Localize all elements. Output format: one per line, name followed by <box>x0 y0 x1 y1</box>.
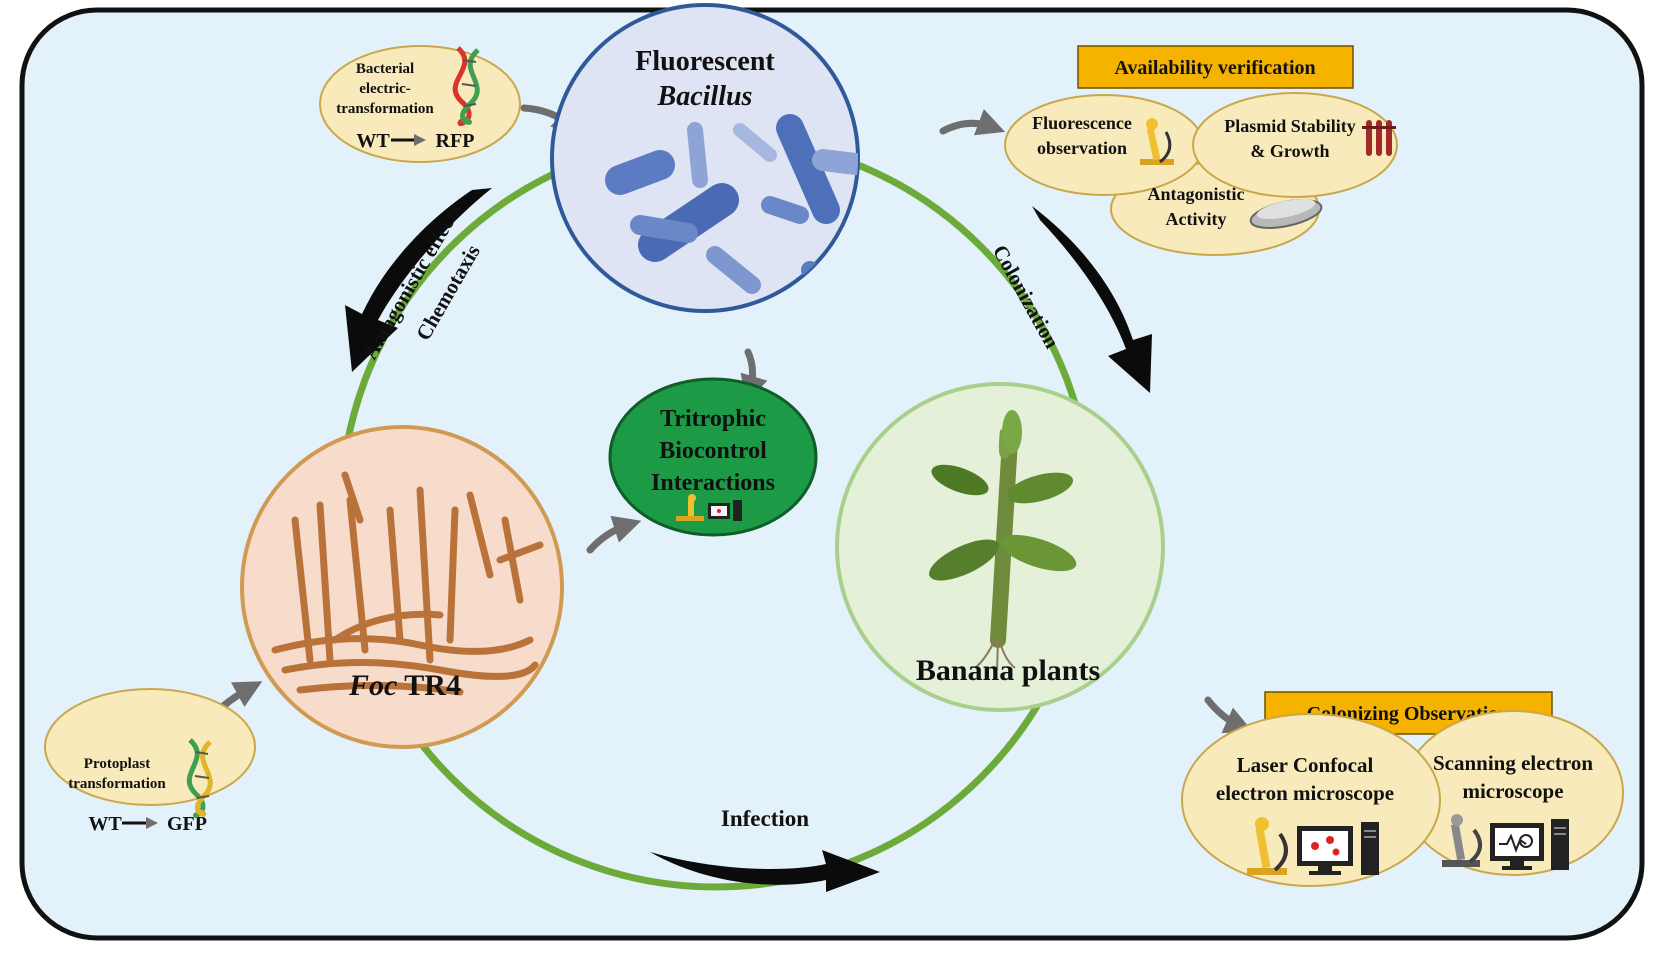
arrow-foc-to-center <box>586 515 642 554</box>
center-line3: Interactions <box>651 470 775 496</box>
banana-label: Banana plants <box>916 654 1100 687</box>
microscope-icon <box>1247 817 1288 875</box>
bacterial-line1: Bacterial <box>356 61 414 77</box>
plasmid-bubble <box>1192 92 1398 198</box>
bacillus-genus: Bacillus <box>657 81 753 112</box>
center-line2: Biocontrol <box>659 438 767 464</box>
microscope-icon <box>1442 814 1482 867</box>
availability-title-box <box>1077 45 1354 89</box>
infection-arrow <box>650 850 880 892</box>
protoplast-line1: Protoplast <box>84 756 150 772</box>
fluorescence-line2: observation <box>1037 138 1127 158</box>
antagonistic-line1: Antagonistic <box>1147 184 1244 204</box>
foc-node: Foc TR4 <box>240 425 564 749</box>
dna-helix-icon <box>186 738 213 818</box>
sem-line1: Scanning electron <box>1433 751 1593 775</box>
bacterial-to: RFP <box>436 130 475 152</box>
plasmid-line1: Plasmid Stability <box>1224 116 1356 136</box>
protoplast-transformation-bubble: Protoplast transformation WT GFP <box>44 688 256 835</box>
protoplast-line2: transformation <box>68 776 166 792</box>
bacterial-transformation-bubble: Bacterial electric- transformation WT RF… <box>319 45 521 163</box>
availability-panel: Availability verification Fluorescence o… <box>1004 45 1398 256</box>
banana-node: Banana plants <box>835 382 1165 712</box>
bacterial-line2: electric- <box>359 81 411 97</box>
center-line1: Tritrophic <box>660 406 766 432</box>
bacillus-name: Fluorescent <box>635 46 775 77</box>
colonization-arrow <box>1032 206 1152 393</box>
colonizing-panel: Colonizing Observation Laser Confocal el… <box>1181 691 1624 887</box>
protoplast-from: WT <box>88 813 122 835</box>
microscope-icon <box>676 494 704 521</box>
center-node: Tritrophic Biocontrol Interactions <box>608 377 818 537</box>
sem-line2: microscope <box>1462 779 1563 803</box>
plasmid-line2: & Growth <box>1250 141 1329 161</box>
protoplast-to: GFP <box>167 813 207 835</box>
confocal-line2: electron microscope <box>1216 781 1394 805</box>
bacterial-from: WT <box>356 130 390 152</box>
arrow-bacillus-to-availability <box>939 108 1006 136</box>
antagonistic-line2: Activity <box>1166 209 1227 229</box>
foc-label: Foc TR4 <box>348 669 461 702</box>
test-tubes-icon <box>1362 120 1396 156</box>
bacillus-node: Fluorescent Bacillus <box>550 3 860 313</box>
fungal-hyphae-icon <box>271 471 544 696</box>
foc-label-italic: Foc <box>348 669 397 702</box>
monitor-icon <box>1490 819 1569 870</box>
foc-label-rest: TR4 <box>397 669 461 702</box>
confocal-line1: Laser Confocal <box>1237 753 1374 777</box>
computer-icon <box>708 500 742 521</box>
banana-plant-icon <box>929 410 1077 671</box>
edge-infection-label: Infection <box>721 806 809 831</box>
microscope-icon <box>1140 118 1174 165</box>
bacterial-line3: transformation <box>336 101 434 117</box>
availability-title: Availability verification <box>1114 57 1315 79</box>
monitor-icon <box>1297 822 1379 875</box>
dna-helix-icon <box>452 46 480 127</box>
antagonistic-arrow <box>345 188 492 372</box>
petri-dish-icon <box>1249 198 1323 229</box>
arrow-banana-to-colonizing <box>1204 696 1253 734</box>
fluorescence-line1: Fluorescence <box>1032 113 1132 133</box>
